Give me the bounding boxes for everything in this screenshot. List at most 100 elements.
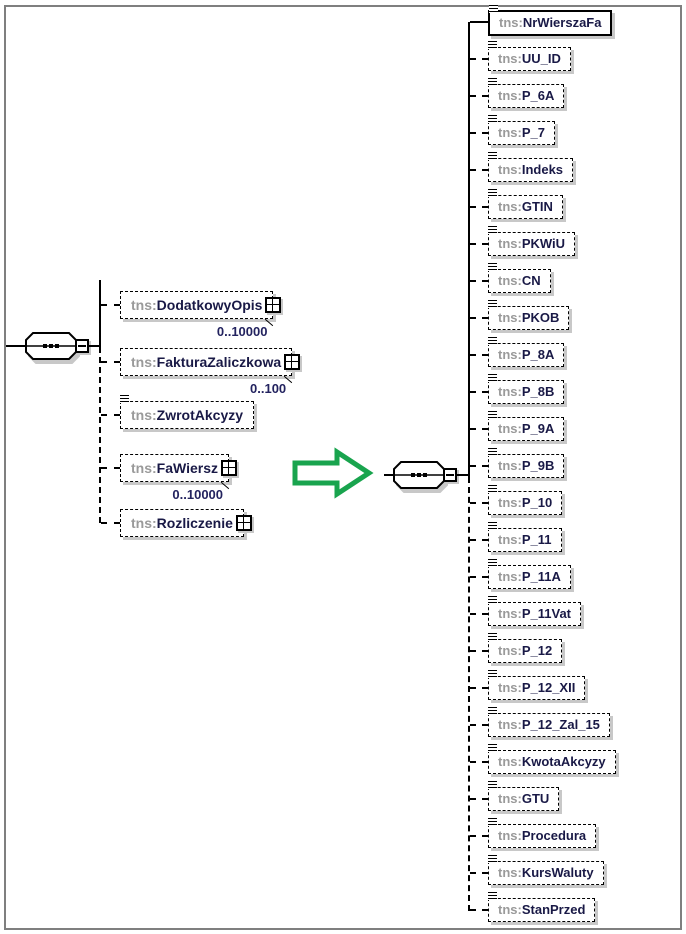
simple-content-icon <box>488 633 497 641</box>
element-box-P_9B[interactable]: tns:P_9B <box>488 448 565 478</box>
element-box-P_11A[interactable]: tns:P_11A <box>488 559 571 589</box>
element-box-NrWierszaFa[interactable]: tns:NrWierszaFa <box>488 5 613 36</box>
simple-content-icon <box>488 485 497 493</box>
namespace-prefix: tns: <box>131 297 157 313</box>
element-box-DodatkowyOpis[interactable]: tns:DodatkowyOpis 0..10000 <box>120 291 282 339</box>
connector-line <box>6 345 26 347</box>
multiplicity-label: 0..10000 <box>216 324 268 339</box>
element-box-Rozliczenie[interactable]: tns:Rozliczenie <box>120 509 252 537</box>
connector-line <box>457 474 469 476</box>
element-box-GTIN[interactable]: tns:GTIN <box>488 189 563 219</box>
tree-connector-trunk <box>99 280 101 347</box>
element-box-KwotaAkcyzy[interactable]: tns:KwotaAkcyzy <box>488 744 616 774</box>
element-box-P_8A[interactable]: tns:P_8A <box>488 337 565 367</box>
element-name: Procedura <box>521 828 587 843</box>
collapse-toggle[interactable] <box>443 468 457 482</box>
element-box-KursWaluty[interactable]: tns:KursWaluty <box>488 855 604 885</box>
element-name: P_11 <box>521 532 552 547</box>
simple-content-icon <box>488 596 497 604</box>
simple-content-icon <box>488 300 497 308</box>
namespace-prefix: tns: <box>499 15 523 30</box>
tree-connector-stub <box>470 798 488 800</box>
element-name: P_12_XII <box>521 680 576 695</box>
multiplicity-label: 0..100 <box>250 381 287 396</box>
tree-connector-stub <box>470 243 488 245</box>
element-box-P_12[interactable]: tns:P_12 <box>488 633 563 663</box>
element-name: UU_ID <box>521 51 561 66</box>
element-name: P_8A <box>521 347 555 362</box>
element-box-GTU[interactable]: tns:GTU <box>488 781 560 811</box>
element-box-P_11[interactable]: tns:P_11 <box>488 522 562 552</box>
element-name: DodatkowyOpis <box>156 297 263 313</box>
simple-content-icon <box>488 744 497 752</box>
element-box-ZwrotAkcyzy[interactable]: tns:ZwrotAkcyzy <box>120 395 255 429</box>
namespace-prefix: tns: <box>498 162 522 177</box>
tree-connector-stub <box>470 391 488 393</box>
tree-connector-stub <box>470 761 488 763</box>
element-name: GTIN <box>521 199 553 214</box>
expand-icon[interactable] <box>221 460 238 476</box>
element-box-P_12_Zal_15[interactable]: tns:P_12_Zal_15 <box>488 707 610 737</box>
tree-connector-stub <box>470 58 488 60</box>
element-box-P_6A[interactable]: tns:P_6A <box>488 78 565 108</box>
namespace-prefix: tns: <box>498 902 522 917</box>
tree-connector-stub <box>470 280 488 282</box>
element-name: Rozliczenie <box>156 515 233 531</box>
tree-connector-stub <box>470 354 488 356</box>
element-name: KursWaluty <box>521 865 594 880</box>
tree-connector-stub <box>101 304 120 306</box>
simple-content-icon <box>488 263 497 271</box>
namespace-prefix: tns: <box>498 606 522 621</box>
namespace-prefix: tns: <box>498 680 522 695</box>
simple-content-icon <box>488 115 497 123</box>
element-name: P_11A <box>521 569 561 584</box>
tree-connector-stub <box>470 613 488 615</box>
simple-content-icon <box>488 41 497 49</box>
connector-line <box>89 345 101 347</box>
element-box-PKOB[interactable]: tns:PKOB <box>488 300 570 330</box>
element-name: P_10 <box>521 495 553 510</box>
simple-content-icon <box>488 411 497 419</box>
tree-connector-stub <box>470 169 488 171</box>
element-name: P_7 <box>521 125 545 140</box>
namespace-prefix: tns: <box>498 88 522 103</box>
element-box-P_11Vat[interactable]: tns:P_11Vat <box>488 596 581 626</box>
namespace-prefix: tns: <box>498 495 522 510</box>
element-box-P_12_XII[interactable]: tns:P_12_XII <box>488 670 586 700</box>
tree-connector-stub <box>470 576 488 578</box>
tree-connector-stub <box>470 835 488 837</box>
element-box-P_9A[interactable]: tns:P_9A <box>488 411 565 441</box>
element-box-PKWiU[interactable]: tns:PKWiU <box>488 226 576 256</box>
element-box-StanPrzed[interactable]: tns:StanPrzed <box>488 892 596 922</box>
element-box-Procedura[interactable]: tns:Procedura <box>488 818 597 848</box>
element-box-P_7[interactable]: tns:P_7 <box>488 115 555 145</box>
simple-content-icon <box>488 670 497 678</box>
tree-connector-stub <box>101 414 120 416</box>
tree-connector-stub <box>470 206 488 208</box>
element-name: ZwrotAkcyzy <box>156 407 244 423</box>
element-name: P_11Vat <box>521 606 571 621</box>
namespace-prefix: tns: <box>131 407 157 423</box>
simple-content-icon <box>488 374 497 382</box>
simple-content-icon <box>488 448 497 456</box>
expand-icon[interactable] <box>284 354 301 370</box>
collapse-toggle[interactable] <box>75 339 89 353</box>
tree-connector-stub <box>470 650 488 652</box>
expand-icon[interactable] <box>235 515 252 531</box>
sequence-compositor-icon[interactable] <box>24 331 78 361</box>
simple-content-icon <box>488 337 497 345</box>
element-box-Indeks[interactable]: tns:Indeks <box>488 152 574 182</box>
element-name: FakturaZaliczkowa <box>156 354 282 370</box>
namespace-prefix: tns: <box>498 125 522 140</box>
element-box-P_10[interactable]: tns:P_10 <box>488 485 563 515</box>
element-box-UU_ID[interactable]: tns:UU_ID <box>488 41 571 71</box>
element-box-P_8B[interactable]: tns:P_8B <box>488 374 565 404</box>
element-box-CN[interactable]: tns:CN <box>488 263 551 293</box>
tree-connector-stub <box>470 132 488 134</box>
expand-icon[interactable] <box>265 297 282 313</box>
sequence-compositor-icon[interactable] <box>392 460 446 490</box>
tree-connector-stub <box>470 539 488 541</box>
